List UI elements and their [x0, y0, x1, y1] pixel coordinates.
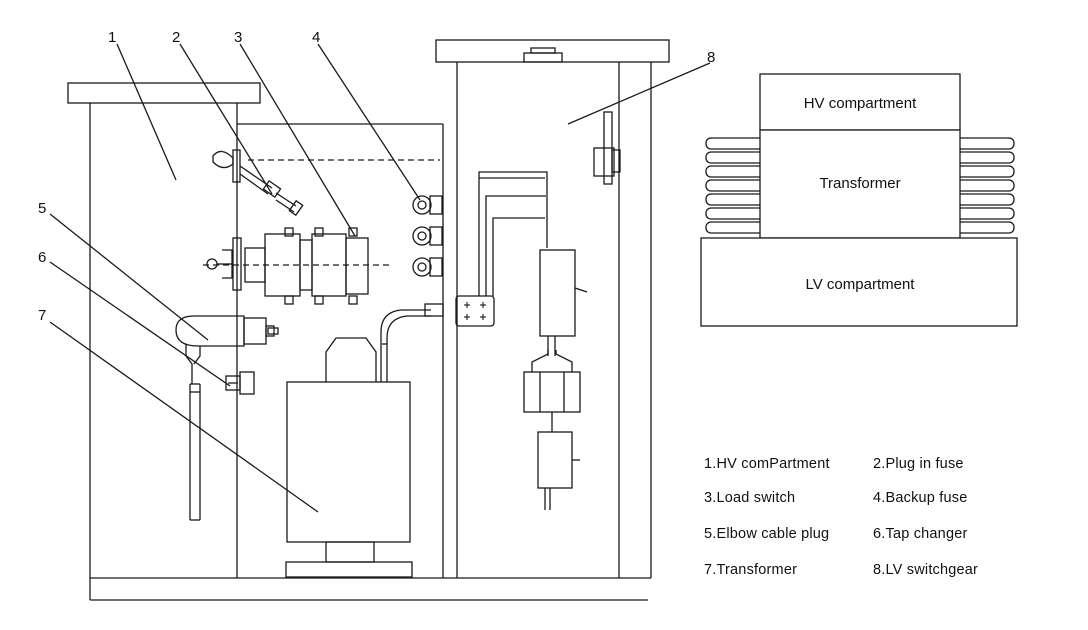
callout-3: 3 [234, 29, 242, 46]
legend-item-7: 7.Transformer [704, 562, 797, 578]
backup-fuses [412, 195, 443, 277]
legend-item-6: 6.Tap changer [873, 526, 968, 542]
callout-4: 4 [312, 29, 320, 46]
callout-8: 8 [707, 49, 715, 66]
legend: 1.HV comPartment 2.Plug in fuse 3.Load s… [704, 456, 978, 578]
plug-in-fuse [212, 149, 304, 217]
fins-left [705, 137, 765, 234]
callout-2: 2 [172, 29, 180, 46]
legend-item-3: 3.Load switch [704, 490, 795, 506]
lv-compartment-label: LV compartment [806, 276, 916, 293]
leader-lines [49, 43, 711, 513]
legend-item-5: 5.Elbow cable plug [704, 526, 829, 542]
lv-switchgear [455, 111, 621, 510]
legend-item-1: 1.HV comPartment [704, 456, 830, 472]
legend-item-8: 8.LV switchgear [873, 562, 978, 578]
legend-item-2: 2.Plug in fuse [873, 456, 964, 472]
transformer-label: Transformer [819, 175, 900, 192]
callout-numbers: 1 2 3 4 5 6 7 8 [38, 29, 715, 324]
callout-6: 6 [38, 249, 46, 266]
transformer-box [759, 129, 961, 239]
fins-right [955, 137, 1015, 234]
callout-1: 1 [108, 29, 116, 46]
transformer [285, 303, 444, 578]
load-switch [203, 227, 390, 335]
hv-compartment-label: HV compartment [804, 95, 917, 112]
lv-compartment-box [700, 237, 1018, 327]
hv-roof [67, 82, 261, 104]
layout-schematic: HV compartment Transformer LV compartmen… [700, 73, 1018, 327]
tap-changer [225, 371, 255, 395]
hv-compartment-box [759, 73, 961, 131]
callout-7: 7 [38, 307, 46, 324]
cabinet-outline [67, 39, 670, 601]
elbow-cable-plug [175, 315, 275, 521]
callout-5: 5 [38, 200, 46, 217]
roof-vent [523, 52, 563, 63]
lv-roof [435, 39, 670, 63]
legend-item-4: 4.Backup fuse [873, 490, 968, 506]
